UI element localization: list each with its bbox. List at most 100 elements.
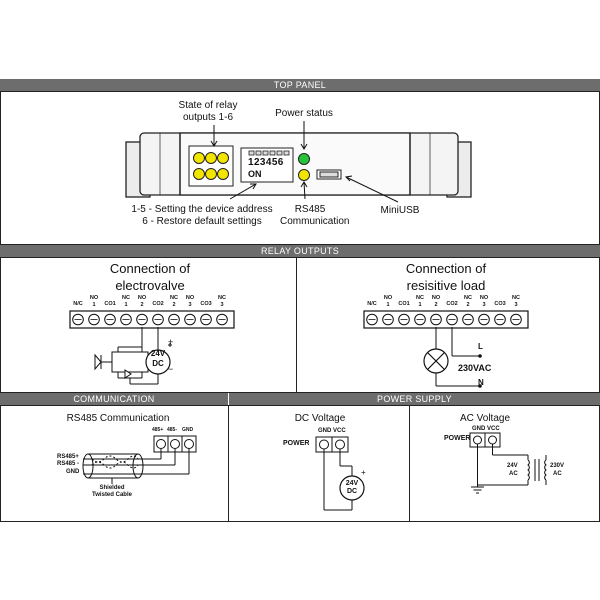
left-terminal-label: CO2 [152, 301, 163, 307]
shielded-label: Shielded [99, 485, 125, 491]
dip-numbers: 123456 [248, 157, 284, 168]
right-terminal-label: 2 [434, 302, 437, 308]
right-terminal-label: 1 [386, 302, 389, 308]
left-terminal-label: CO3 [200, 301, 211, 307]
electrovalve-minus: − [168, 364, 174, 374]
right-terminal-label: NC [464, 295, 472, 301]
right-terminal-label: 3 [514, 302, 517, 308]
relay-led-4 [193, 168, 205, 180]
header-relay-outputs: RELAY OUTPUTS [0, 245, 600, 257]
rs485-comm-title: RS485 Communication [66, 413, 170, 424]
left-terminal-label: 1 [92, 302, 95, 308]
right-terminal-label: CO1 [398, 301, 409, 307]
comm-gnd-label: GND [66, 469, 80, 475]
left-terminal-label: NO [90, 295, 99, 301]
ac-wiring [477, 444, 547, 487]
neutral-n-label: N [478, 378, 484, 387]
dc-power-label: POWER [283, 440, 310, 447]
rs485-plus-label: RS485+ [57, 454, 79, 460]
relay-led-6 [217, 168, 229, 180]
relay-state-label-line1: State of relay [178, 100, 238, 111]
left-terminal-label: NC [218, 295, 226, 301]
ac-secondary-ac: AC [509, 471, 518, 477]
rs485-label: RS485 [294, 204, 326, 215]
electrovalve-24v: 24V [150, 349, 166, 358]
electrovalve-title-line1: Connection of [109, 261, 191, 276]
dc-source-plus: + [361, 468, 366, 477]
right-terminal-label: 3 [482, 302, 485, 308]
relay-led-3 [217, 152, 229, 164]
left-terminal-label: NC [122, 295, 130, 301]
right-terminal-label: NC [512, 295, 520, 301]
right-terminal-label: CO2 [446, 301, 457, 307]
dip-switch [240, 147, 294, 183]
comm-terminal-block [153, 435, 197, 453]
dc-24v-source [339, 475, 365, 501]
terminal-dot-n [478, 384, 482, 388]
right-terminal-label: N/C [367, 301, 377, 307]
left-terminal-label: 3 [220, 302, 223, 308]
electrovalve-plus: + [168, 337, 174, 347]
left-terminal-label: NC [170, 295, 178, 301]
solenoid-diode [94, 353, 132, 379]
ground-symbol [471, 486, 484, 494]
right-terminal-label: NO [384, 295, 393, 301]
relay-led-5 [205, 168, 217, 180]
twisted-cable-label: Twisted Cable [92, 492, 132, 498]
left-terminal-label: CO1 [104, 301, 115, 307]
relay-led-array [188, 145, 234, 187]
terminal-dot-l [478, 354, 482, 358]
ac-power-label: POWER [444, 435, 471, 442]
power-led-yellow [298, 169, 310, 181]
dc-24v-source-left [145, 349, 171, 375]
ac-primary-230v: 230V [550, 463, 565, 469]
dc-terminal-block [315, 436, 349, 453]
ac-terminal-block [469, 432, 501, 448]
left-terminal-label: 2 [140, 302, 143, 308]
right-terminal-label: 2 [466, 302, 469, 308]
callout-arrows [210, 121, 399, 203]
left-terminal-label: 2 [172, 302, 175, 308]
left-terminal-label: NO [186, 295, 195, 301]
dip-on-label: ON [248, 169, 262, 179]
ac-gnd-vcc-label: GND VCC [472, 426, 500, 432]
rs485-communication-label: Communication [280, 216, 350, 227]
dip-address-label: 1-5 - Setting the device address [131, 204, 273, 215]
twisted-cable [82, 449, 190, 484]
resistive-load-wiring [435, 327, 480, 387]
dc-wiring [323, 449, 353, 511]
right-terminal-label: NO [480, 295, 489, 301]
comm-term-485plus: 485+ [152, 427, 164, 433]
relay-state-label-line2: outputs 1-6 [182, 112, 234, 123]
miniusb-port [316, 169, 342, 180]
left-terminal-label: NO [138, 295, 147, 301]
header-power-supply: POWER SUPPLY [229, 393, 600, 405]
ac-primary-ac: AC [553, 471, 562, 477]
ac-voltage-title: AC Voltage [459, 413, 511, 424]
power-led-green [298, 153, 310, 165]
ac-secondary-24v: 24V [507, 463, 518, 469]
dc-source-dc: DC [346, 488, 358, 495]
left-terminal-label: 1 [124, 302, 127, 308]
dc-gnd-vcc-label: GND VCC [318, 428, 346, 434]
miniusb-label: MiniUSB [380, 205, 420, 216]
electrovalve-wiring [98, 327, 172, 385]
resistive-load-title-line1: Connection of [405, 261, 487, 276]
right-terminal-label: CO3 [494, 301, 505, 307]
comm-term-gnd: GND [182, 427, 194, 433]
power-status-label: Power status [275, 108, 333, 119]
relay-led-1 [193, 152, 205, 164]
right-terminal-label: NC [416, 295, 424, 301]
lamp-symbol [423, 348, 449, 374]
dc-source-24v: 24V [345, 480, 359, 487]
right-terminal-label: NO [432, 295, 441, 301]
rs485-minus-label: RS485 - [57, 461, 80, 467]
